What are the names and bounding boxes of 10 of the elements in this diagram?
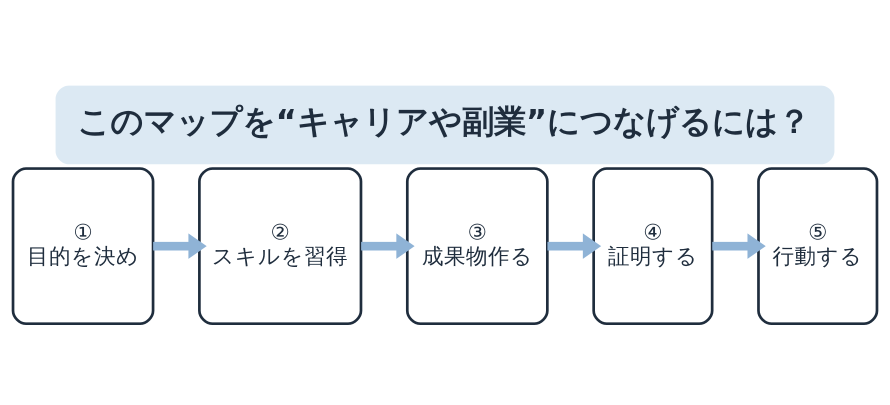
diagram-title: このマップを“キャリアや副業”につなげるには？	[78, 102, 810, 140]
arrow	[547, 233, 602, 259]
node-box: ② スキルを習得	[198, 167, 362, 326]
arrow	[153, 233, 207, 259]
node-box: ④ 証明する	[592, 167, 714, 326]
node-box: ① 目的を決め	[12, 167, 154, 326]
arrow	[712, 233, 766, 259]
arrow	[361, 233, 415, 259]
node-box: ③ 成果物作る	[406, 167, 549, 326]
node-box: ⑤ 行動する	[757, 167, 878, 326]
